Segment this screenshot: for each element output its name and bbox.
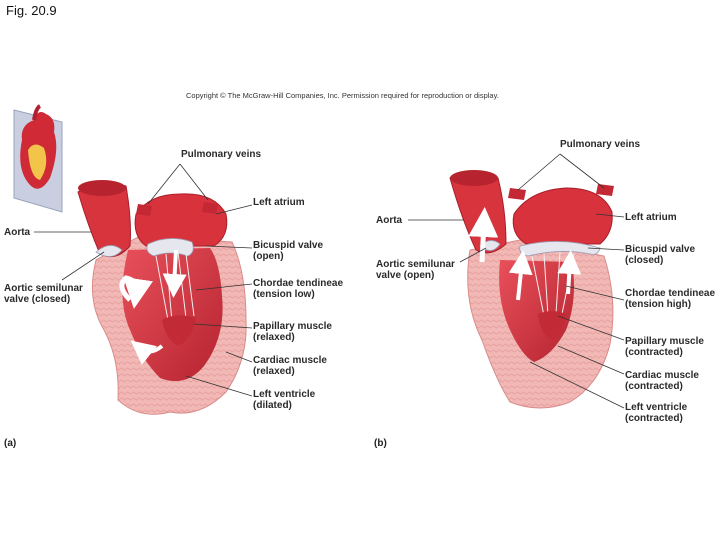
label-a-cardiac-muscle: Cardiac muscle(relaxed) — [253, 355, 327, 377]
label-b-left-atrium: Left atrium — [625, 212, 677, 223]
copyright-notice: Copyright © The McGraw-Hill Companies, I… — [186, 91, 499, 100]
label-a-pulmonary-veins: Pulmonary veins — [181, 149, 262, 160]
heart-a — [77, 180, 247, 415]
label-b-papillary-muscle: Papillary muscle(contracted) — [625, 336, 704, 358]
label-b-left-ventricle: Left ventricle(contracted) — [625, 402, 688, 424]
label-a-papillary-muscle: Papillary muscle(relaxed) — [253, 321, 332, 343]
label-b-chordae-tendineae: Chordae tendineae(tension high) — [625, 288, 716, 310]
leader-lines-a — [34, 163, 253, 397]
label-b-pulmonary-veins: Pulmonary veins — [560, 139, 641, 150]
label-a-aorta: Aorta — [4, 227, 31, 238]
panel-b-letter: (b) — [374, 438, 387, 449]
leader-lines-b — [408, 153, 625, 409]
label-a-chordae-tendineae: Chordae tendineae(tension low) — [253, 278, 344, 300]
panel-a-letter: (a) — [4, 438, 17, 449]
label-a-left-ventricle: Left ventricle(dilated) — [253, 389, 316, 411]
inset-heart-thumbnail — [13, 104, 63, 213]
label-a-bicuspid-valve: Bicuspid valve(open) — [253, 240, 324, 262]
label-a-left-atrium: Left atrium — [253, 197, 305, 208]
figure-title: Fig. 20.9 — [6, 3, 57, 18]
heart-b — [449, 170, 614, 409]
label-b-aorta: Aorta — [376, 215, 403, 226]
label-b-cardiac-muscle: Cardiac muscle(contracted) — [625, 370, 699, 392]
label-b-bicuspid-valve: Bicuspid valve(closed) — [625, 244, 696, 266]
